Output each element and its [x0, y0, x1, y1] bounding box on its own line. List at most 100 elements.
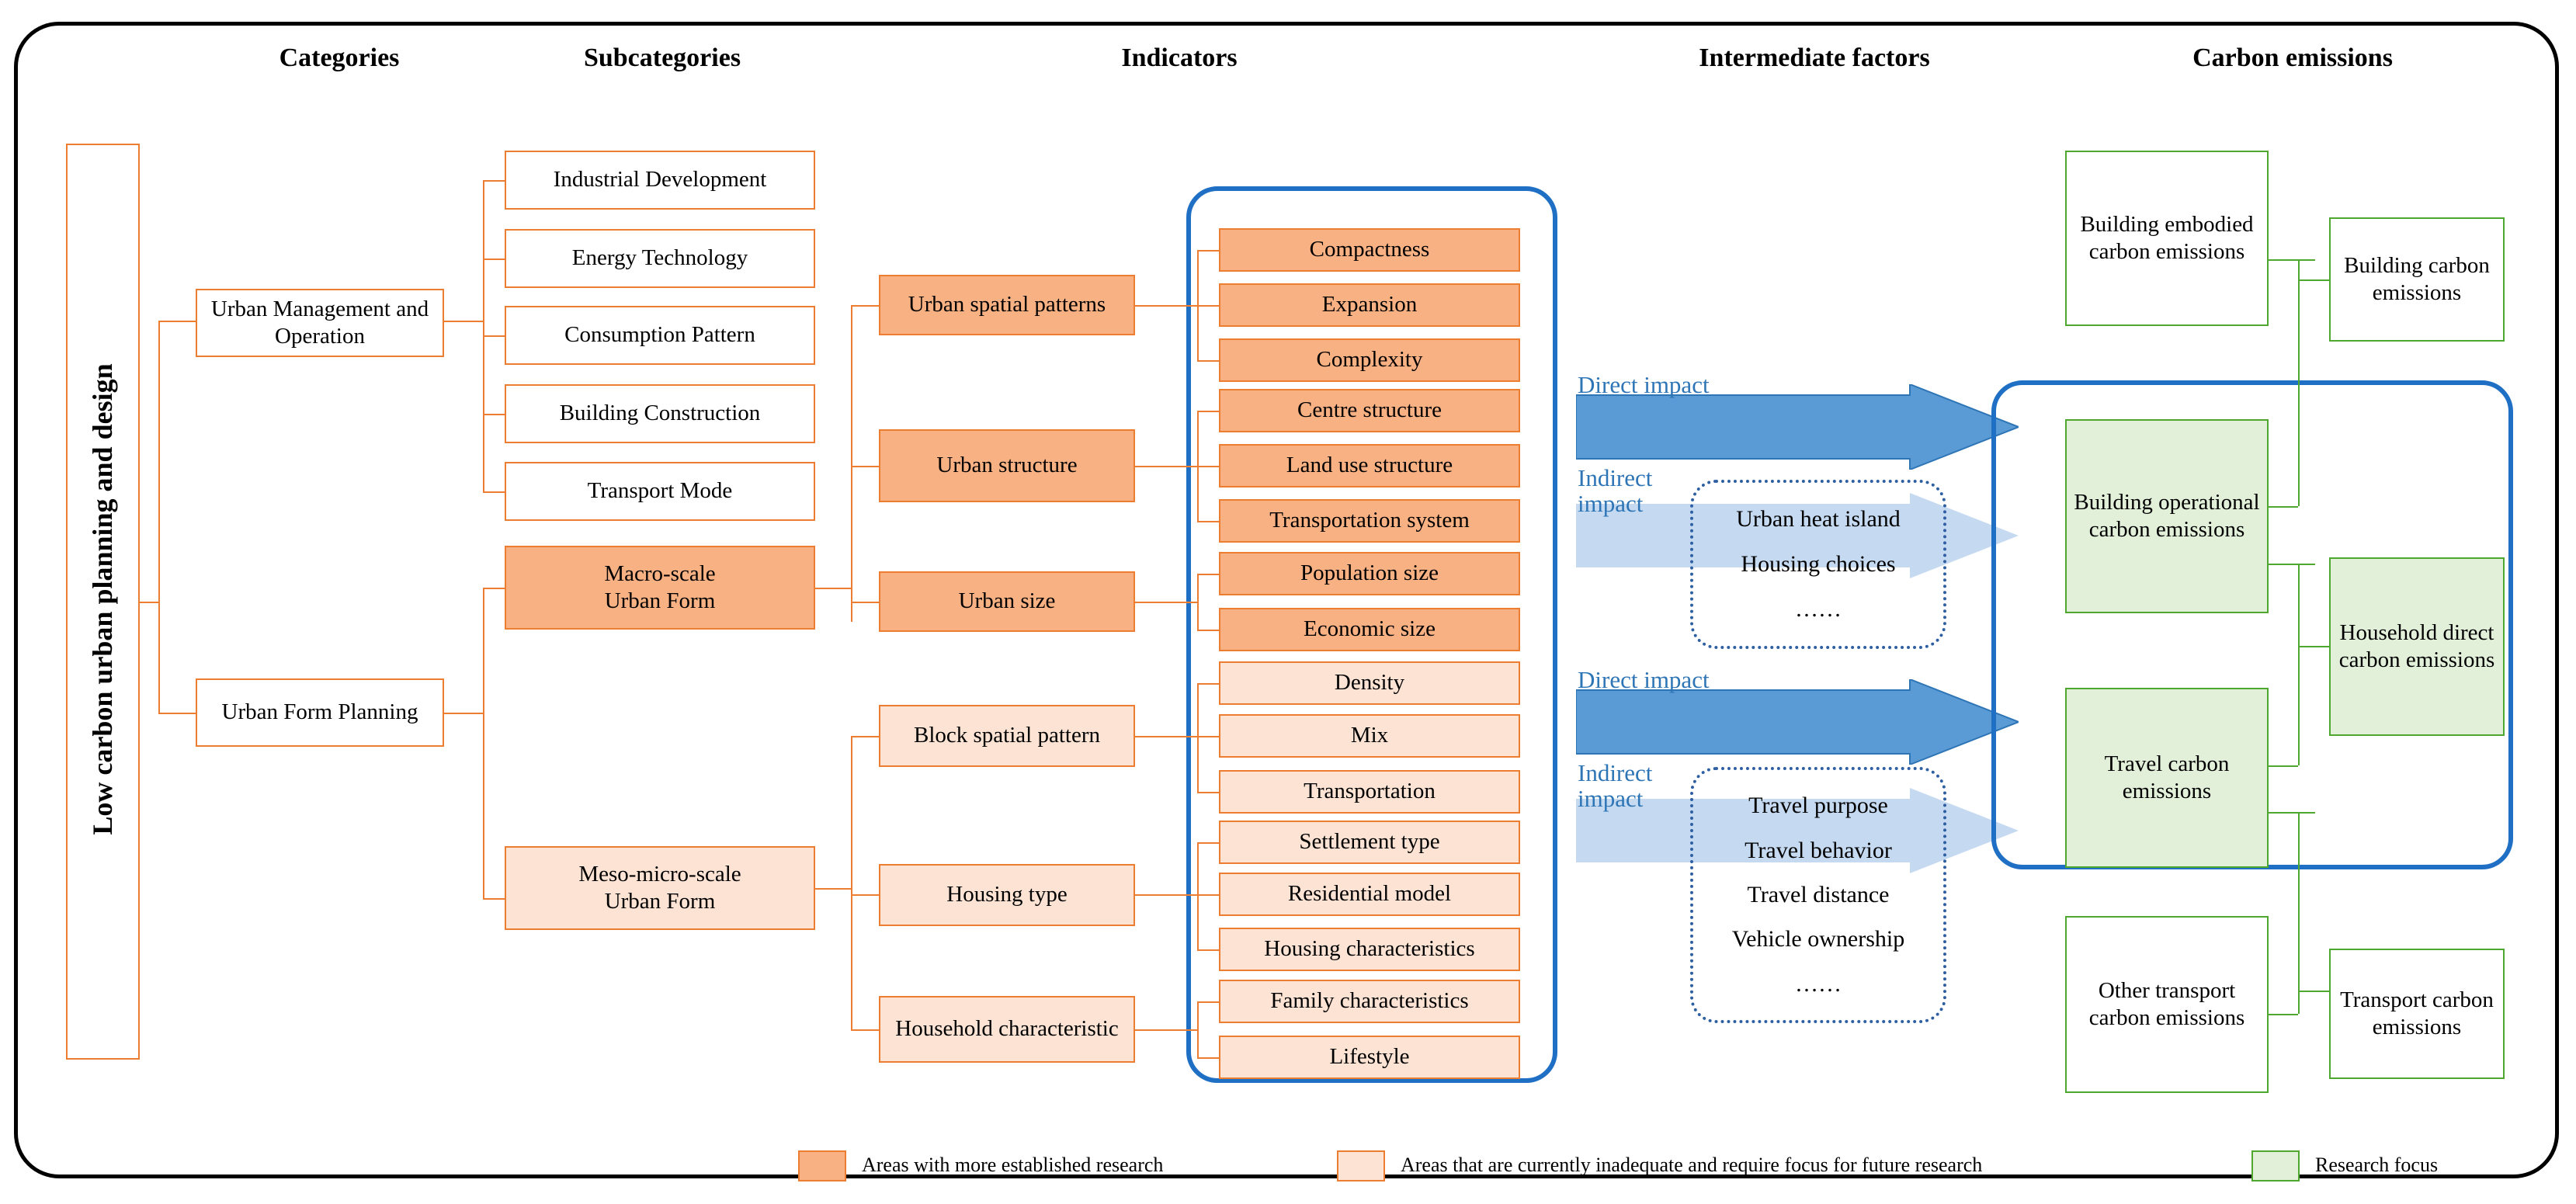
- root-node: [66, 144, 140, 1060]
- intermediate-factor-travel-distance: Travel distance: [1747, 881, 1890, 907]
- category-urban-form-planning[interactable]: Urban Form Planning: [196, 678, 444, 747]
- subcategory-meso-micro-scale-urban-form[interactable]: Meso-micro-scale Urban Form: [505, 846, 815, 930]
- connector-block-i1: [1197, 683, 1219, 685]
- indicator-group-urban-size[interactable]: Urban size: [879, 571, 1135, 632]
- indicator-expansion[interactable]: Expansion: [1219, 283, 1520, 327]
- connector-transport-spine: [2298, 812, 2300, 1014]
- connector-usize-i1: [1197, 574, 1219, 575]
- indicator-compactness[interactable]: Compactness: [1219, 228, 1520, 272]
- indicator-group-urban-spatial-patterns[interactable]: Urban spatial patterns: [879, 275, 1135, 335]
- legend-label-research-focus: Research focus: [2315, 1154, 2439, 1176]
- connector-root-to-cat1: [158, 321, 196, 322]
- indicator-population-size[interactable]: Population size: [1219, 552, 1520, 595]
- indicator-transportation[interactable]: Transportation: [1219, 770, 1520, 814]
- indicator-group-household-characteristic[interactable]: Household characteristic: [879, 996, 1135, 1063]
- intermediate-factor-group-travel[interactable]: Travel purpose Travel behavior Travel di…: [1690, 767, 1946, 1023]
- intermediate-factor-urban-heat-island: Urban heat island: [1736, 506, 1901, 532]
- connector-household-spine-green: [2298, 564, 2300, 765]
- intermediate-factor-ellipsis-2: ……: [1795, 970, 1842, 997]
- arrow-indirect-impact-2: [1576, 788, 2019, 873]
- indicator-complexity[interactable]: Complexity: [1219, 338, 1520, 382]
- category-urban-management[interactable]: Urban Management and Operation: [196, 289, 444, 357]
- connector-embodied-out: [2269, 259, 2315, 261]
- column-header-carbon-emissions: Carbon emissions: [2192, 43, 2393, 72]
- connector-building-spine: [2298, 259, 2300, 506]
- emission-building-embodied-carbon[interactable]: Building embodied carbon emissions: [2065, 151, 2269, 326]
- column-header-categories: Categories: [279, 43, 400, 72]
- indicator-housing-characteristics[interactable]: Housing characteristics: [1219, 928, 1520, 971]
- indicator-economic-size[interactable]: Economic size: [1219, 608, 1520, 651]
- connector-cat2-macro: [483, 588, 505, 589]
- connector-other-transport-out: [2269, 1014, 2298, 1015]
- emission-transport-carbon[interactable]: Transport carbon emissions: [2329, 949, 2505, 1079]
- connector-meso-spine: [851, 736, 852, 1029]
- connector-block-i3: [1197, 792, 1219, 793]
- connector-usize-i2: [1197, 630, 1219, 631]
- indicator-mix[interactable]: Mix: [1219, 714, 1520, 758]
- root-label: Low carbon urban planning and design: [87, 363, 118, 835]
- indicator-group-urban-structure[interactable]: Urban structure: [879, 429, 1135, 502]
- subcategory-macro-scale-urban-form[interactable]: Macro-scale Urban Form: [505, 546, 815, 630]
- connector-meso-out: [815, 888, 851, 890]
- connector-usp-i1: [1197, 250, 1219, 252]
- column-header-intermediate-factors: Intermediate factors: [1699, 43, 1930, 72]
- subcategory-transport-mode[interactable]: Transport Mode: [505, 462, 815, 521]
- connector-macro-spine: [851, 305, 852, 622]
- label-direct-impact-1: Direct impact: [1578, 371, 1710, 398]
- connector-root-spine: [158, 321, 160, 603]
- emission-travel-carbon[interactable]: Travel carbon emissions: [2065, 688, 2269, 868]
- outer-frame: [14, 22, 2559, 1178]
- connector-us-out: [1135, 466, 1197, 467]
- indicator-transportation-system[interactable]: Transportation system: [1219, 499, 1520, 543]
- indicator-family-characteristics[interactable]: Family characteristics: [1219, 980, 1520, 1023]
- subcategory-consumption-pattern[interactable]: Consumption Pattern: [505, 306, 815, 365]
- connector-block-spine: [1197, 683, 1199, 792]
- emission-building-operational-carbon[interactable]: Building operational carbon emissions: [2065, 419, 2269, 613]
- connector-usp-out: [1135, 305, 1197, 307]
- connector-household-i2: [1197, 1057, 1219, 1059]
- connector-transport-carbon-in: [2298, 991, 2329, 992]
- indicator-group-block-spatial-pattern[interactable]: Block spatial pattern: [879, 705, 1135, 767]
- indicator-residential-model[interactable]: Residential model: [1219, 873, 1520, 916]
- connector-cat1-sub1: [483, 180, 505, 182]
- connector-cat2-meso: [483, 898, 505, 900]
- connector-operational-out: [2269, 506, 2298, 508]
- indicators-highlight-frame: [1186, 186, 1557, 1083]
- legend-swatch-inadequate: [1337, 1150, 1385, 1181]
- emission-household-direct-carbon[interactable]: Household direct carbon emissions: [2329, 557, 2505, 736]
- indicator-density[interactable]: Density: [1219, 661, 1520, 705]
- connector-household-direct-in: [2298, 646, 2329, 647]
- indicator-land-use-structure[interactable]: Land use structure: [1219, 444, 1520, 487]
- connector-cat1-sub2: [483, 258, 505, 260]
- connector-block-out: [1135, 736, 1197, 737]
- column-header-indicators: Indicators: [1121, 43, 1238, 72]
- indicator-settlement-type[interactable]: Settlement type: [1219, 821, 1520, 864]
- connector-housing-i2: [1197, 894, 1219, 896]
- indicator-lifestyle[interactable]: Lifestyle: [1219, 1036, 1520, 1079]
- connector-household-i1: [1197, 1001, 1219, 1003]
- intermediate-factor-group-building[interactable]: Urban heat island Housing choices ……: [1690, 480, 1946, 649]
- connector-root-spine-lower: [158, 602, 160, 714]
- arrow-direct-impact-2: [1576, 679, 2019, 765]
- emission-building-carbon[interactable]: Building carbon emissions: [2329, 217, 2505, 342]
- connector-cat1-sub3: [483, 335, 505, 337]
- emission-other-transport-carbon[interactable]: Other transport carbon emissions: [2065, 916, 2269, 1093]
- subcategory-building-construction[interactable]: Building Construction: [505, 384, 815, 443]
- indicator-centre-structure[interactable]: Centre structure: [1219, 389, 1520, 432]
- connector-meso-household: [851, 1029, 879, 1031]
- indicator-group-housing-type[interactable]: Housing type: [879, 864, 1135, 926]
- connector-usize-out: [1135, 602, 1197, 603]
- connector-household-out: [1135, 1029, 1197, 1031]
- subcategory-industrial-development[interactable]: Industrial Development: [505, 151, 815, 210]
- legend-label-inadequate: Areas that are currently inadequate and …: [1401, 1154, 1983, 1176]
- connector-macro-us: [851, 466, 879, 467]
- connector-cat2-spine: [483, 588, 484, 898]
- connector-us-i3: [1197, 521, 1219, 522]
- arrow-indirect-impact-1: [1576, 493, 2019, 578]
- connector-meso-housing: [851, 894, 879, 896]
- connector-housing-i1: [1197, 842, 1219, 844]
- connector-macro-usize: [851, 602, 879, 603]
- connector-cat2-out: [444, 713, 483, 714]
- subcategory-energy-technology[interactable]: Energy Technology: [505, 229, 815, 288]
- connector-building-carbon-in: [2298, 279, 2329, 281]
